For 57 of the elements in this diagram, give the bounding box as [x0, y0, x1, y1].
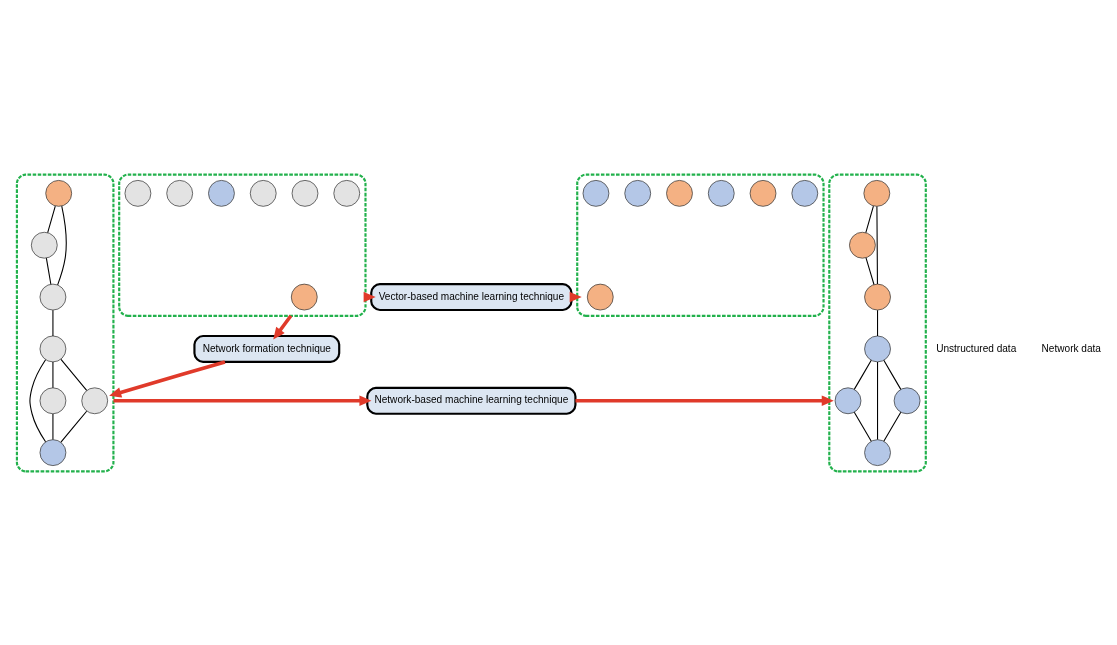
node-circle: [791, 179, 819, 207]
cluster: [118, 173, 367, 317]
node-circle: [624, 179, 652, 207]
node-circle: [39, 386, 67, 414]
connector: [853, 359, 872, 390]
arrow: [113, 395, 372, 406]
connector: [45, 257, 52, 285]
connector: [60, 410, 88, 443]
node-box: Network-based machine learning technique: [366, 386, 577, 415]
connector: [60, 358, 88, 391]
node-circle: [39, 283, 67, 310]
connector: [877, 309, 879, 336]
arrow: [109, 359, 226, 397]
cluster: [15, 173, 115, 472]
node-circle: [39, 335, 67, 362]
connector: [47, 205, 56, 233]
connector: [876, 205, 878, 284]
node-circle: [290, 283, 318, 310]
node-circle: [749, 179, 777, 207]
arrow: [273, 314, 293, 340]
connector: [29, 358, 47, 442]
connector: [865, 256, 875, 285]
node-circle: [707, 179, 735, 207]
node-circle: [81, 386, 109, 414]
node-box: Network formation technique: [193, 334, 341, 363]
connector: [865, 205, 874, 233]
node-circle: [208, 179, 235, 207]
arrow: [575, 395, 834, 406]
node-circle: [124, 179, 152, 207]
node-circle: [586, 283, 614, 310]
node-circle: [45, 179, 72, 207]
connector: [52, 361, 54, 388]
node-circle: [39, 438, 67, 466]
label: Network data: [1041, 342, 1101, 354]
node-circle: [863, 179, 891, 207]
cluster: [576, 173, 825, 317]
connector: [57, 205, 67, 285]
node-circle: [864, 438, 891, 466]
connector: [52, 309, 54, 336]
node-circle: [893, 386, 921, 414]
node-circle: [166, 179, 193, 207]
node-circle: [864, 335, 891, 362]
node-circle: [291, 179, 319, 207]
node-circle: [834, 386, 862, 414]
connector: [877, 360, 879, 440]
connector: [883, 359, 902, 390]
node-circle: [333, 179, 361, 207]
node-circle: [582, 179, 610, 207]
node-circle: [864, 283, 891, 310]
connector: [853, 411, 872, 442]
cluster: [828, 173, 927, 472]
node-circle: [30, 231, 58, 259]
label: Unstructured data: [936, 342, 1017, 354]
node-circle: [849, 231, 876, 259]
node-circle: [249, 179, 277, 207]
connector: [883, 411, 902, 442]
node-circle: [666, 179, 693, 207]
